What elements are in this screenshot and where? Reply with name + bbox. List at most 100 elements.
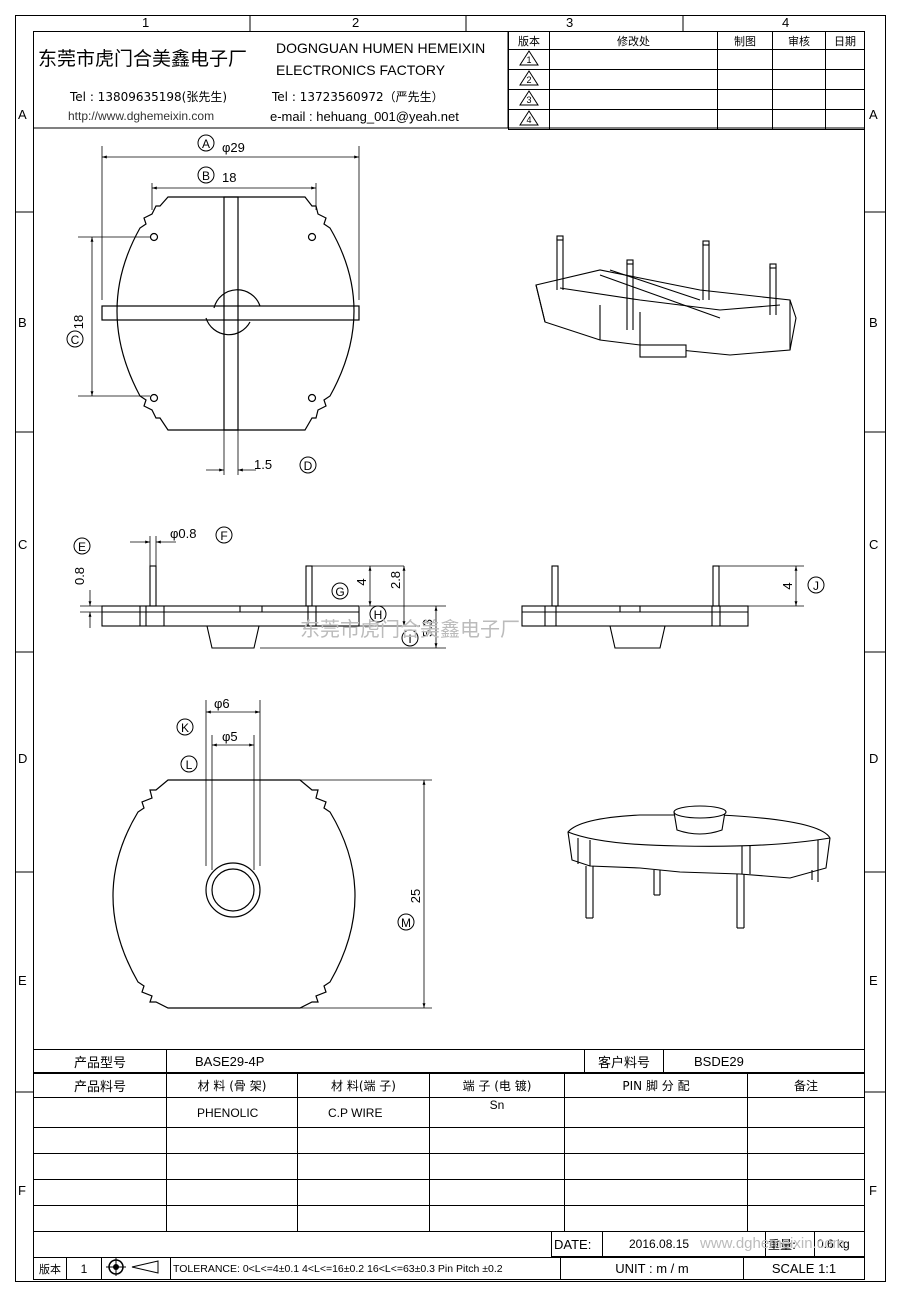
border-row-e-right: E (869, 973, 878, 988)
pin-hole (149, 232, 159, 242)
col-pin-assign: PIN 脚 分 配 (564, 1073, 748, 1098)
border-row-c-left: C (18, 537, 28, 552)
label-h-text: H (374, 608, 383, 622)
triangle-icon: 3 (519, 90, 539, 106)
title-block-row1: 产品型号 BASE29-4P 客户料号 BSDE29 (33, 1049, 865, 1073)
pin-plating-value: Sn (429, 1097, 565, 1128)
label-l-text: L (186, 758, 193, 772)
dim-l-text: φ5 (222, 729, 238, 744)
watermark-text: 东莞市虎门合美鑫电子厂 (300, 617, 520, 641)
label-k: K (176, 718, 194, 736)
dim-c-text: 18 (71, 315, 86, 329)
center-arc-top (213, 289, 261, 309)
label-e: E (73, 537, 91, 555)
border-col-1: 1 (142, 15, 150, 30)
border-row-d-left: D (18, 751, 28, 766)
dim-g-text: 4 (354, 578, 369, 585)
label-e-text: E (78, 540, 86, 554)
pin-hole (149, 393, 159, 403)
border-row-b-left: B (18, 315, 27, 330)
border-row-d-right: D (869, 751, 879, 766)
product-model-value: BASE29-4P (166, 1049, 585, 1073)
customer-no-label: 客户料号 (584, 1049, 664, 1073)
phone-1: Tel : 13809635198(张先生) (70, 90, 228, 104)
label-c: C (66, 330, 84, 348)
version-value: 1 (66, 1257, 102, 1280)
rev-row-1-num: 1 (526, 55, 531, 65)
label-g: G (331, 582, 349, 600)
border-row-a-right: A (869, 107, 878, 122)
label-j: J (807, 576, 825, 594)
version-label: 版本 (33, 1257, 67, 1280)
bottom-view (112, 779, 356, 1009)
company-name-en-1: DOGNGUAN HUMEN HEMEIXIN (276, 40, 486, 56)
triangle-icon: 2 (519, 70, 539, 86)
label-d: D (299, 456, 317, 474)
center-arc-bottom (205, 317, 251, 336)
label-f-text: F (220, 529, 227, 543)
rev-row-3-num: 3 (526, 95, 531, 105)
bottom-watermark: www.dghemeixin.com (700, 1235, 846, 1252)
col-remark: 备注 (747, 1073, 865, 1098)
side-view-left (101, 565, 360, 649)
dim-b-text: 18 (222, 170, 236, 185)
rev-header-date: 日期 (825, 31, 865, 50)
title-block-grid: 产品料号 材 料 (骨 架) 材 料(端 子) 端 子 (电 镀) PIN 脚 … (33, 1073, 865, 1232)
border-col-4: 4 (782, 15, 790, 30)
label-m: M (397, 913, 415, 931)
label-a-text: A (202, 137, 210, 151)
border-col-2: 2 (352, 15, 360, 30)
email-link[interactable]: e-mail : hehuang_001@yeah.net (270, 109, 459, 124)
border-row-f-left: F (18, 1183, 26, 1198)
label-i-text: I (408, 632, 411, 646)
dim-m-text: 25 (408, 889, 423, 903)
top-view-outline (116, 196, 355, 431)
col-material-frame: 材 料 (骨 架) (166, 1073, 298, 1098)
projection-symbol (101, 1257, 171, 1280)
customer-no-value: BSDE29 (663, 1049, 865, 1073)
label-m-text: M (401, 916, 411, 930)
top-view (101, 196, 360, 431)
label-g-text: G (335, 585, 344, 599)
dim-d-text: 1.5 (254, 457, 272, 472)
date-value: 2016.08.15 (602, 1231, 766, 1257)
label-k-text: K (181, 721, 189, 735)
phone-2: Tel : 13723560972（严先生） (272, 90, 444, 104)
col-material-pin: 材 料(端 子) (297, 1073, 430, 1098)
title-block-date: DATE: 2016.08.15 重量: 0.6 kg (551, 1231, 865, 1257)
product-no-label: 产品料号 (33, 1073, 167, 1098)
border-row-f-right: F (869, 1183, 877, 1198)
center-boss-outer (205, 862, 261, 918)
label-f: F (215, 526, 233, 544)
label-b-text: B (202, 169, 210, 183)
revision-table: 版本 修改处 制图 审核 日期 1 2 3 4 (508, 31, 865, 130)
company-name-en-2: ELECTRONICS FACTORY (276, 62, 446, 78)
border-row-e-left: E (18, 973, 27, 988)
pin-hole (307, 393, 317, 403)
dim-a-text: φ29 (222, 140, 245, 155)
border-row-a-left: A (18, 107, 27, 122)
website-link[interactable]: http://www.dghemeixin.com (68, 109, 215, 123)
dim-j-text: 4 (780, 582, 795, 589)
tolerance-text: TOLERANCE: 0<L<=4±0.1 4<L<=16±0.2 16<L<=… (170, 1257, 561, 1280)
unit-text: UNIT : m / m (560, 1257, 744, 1280)
side-view-right (521, 565, 749, 649)
weight-value: 0.6 kg (814, 1231, 865, 1257)
triangle-icon: 4 (519, 110, 539, 126)
pin-hole (307, 232, 317, 242)
rev-row-2-num: 2 (526, 75, 531, 85)
label-c-text: C (71, 333, 80, 347)
rev-row-4-num: 4 (526, 115, 531, 125)
triangle-icon: 1 (519, 50, 539, 66)
label-l: L (180, 755, 198, 773)
label-h: H (369, 605, 387, 623)
product-model-label: 产品型号 (33, 1049, 167, 1073)
border-row-c-right: C (869, 537, 879, 552)
col-pin-plating: 端 子 (电 镀) (429, 1073, 565, 1098)
material-frame-value: PHENOLIC (166, 1097, 298, 1128)
border-row-b-right: B (869, 315, 878, 330)
title-block-last: 版本 1 TOLERANCE: 0<L<=4±0.1 4<L<=16±0.2 1… (33, 1257, 865, 1280)
label-d-text: D (304, 459, 313, 473)
iso-view-bottom (567, 805, 831, 929)
